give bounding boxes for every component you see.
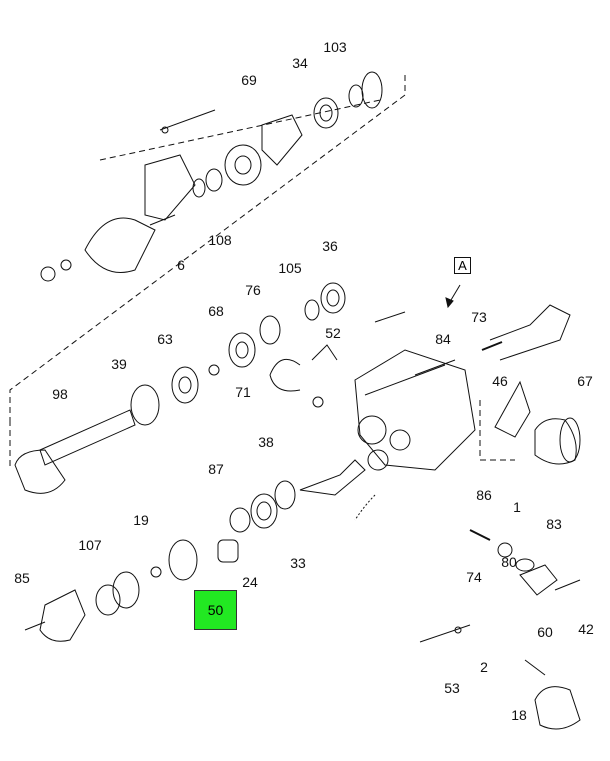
callout-52[interactable]: 52 — [325, 325, 341, 341]
callout-36[interactable]: 36 — [322, 238, 338, 254]
callout-67[interactable]: 67 — [577, 373, 593, 389]
callout-71[interactable]: 71 — [235, 384, 251, 400]
pump-housing — [354, 284, 581, 521]
callout-33[interactable]: 33 — [290, 555, 306, 571]
top-assembly — [40, 71, 383, 282]
callout-68[interactable]: 68 — [208, 303, 224, 319]
callout-74[interactable]: 74 — [466, 569, 482, 585]
callout-76[interactable]: 76 — [245, 282, 261, 298]
callout-105[interactable]: 105 — [278, 260, 302, 276]
callout-83[interactable]: 83 — [546, 516, 562, 532]
callout-39[interactable]: 39 — [111, 356, 127, 372]
callout-73[interactable]: 73 — [471, 309, 487, 325]
dashed-guides — [9, 75, 515, 470]
callout-98[interactable]: 98 — [52, 386, 68, 402]
callout-107[interactable]: 107 — [78, 537, 102, 553]
callout-86[interactable]: 86 — [476, 487, 492, 503]
callout-69[interactable]: 69 — [241, 72, 257, 88]
callout-53[interactable]: 53 — [444, 680, 460, 696]
callout-80[interactable]: 80 — [501, 554, 517, 570]
callout-6[interactable]: 6 — [177, 257, 185, 273]
callout-84[interactable]: 84 — [435, 331, 451, 347]
middle-assembly — [14, 282, 406, 494]
callout-60[interactable]: 60 — [537, 624, 553, 640]
callout-1[interactable]: 1 — [513, 499, 521, 515]
callout-24[interactable]: 24 — [242, 574, 258, 590]
callout-108[interactable]: 108 — [208, 232, 232, 248]
callout-19[interactable]: 19 — [133, 512, 149, 528]
callout-103[interactable]: 103 — [323, 39, 347, 55]
callout-38[interactable]: 38 — [258, 434, 274, 450]
view-a-marker: A — [454, 257, 471, 274]
callout-34[interactable]: 34 — [292, 55, 308, 71]
callout-42[interactable]: 42 — [578, 621, 594, 637]
callout-18[interactable]: 18 — [511, 707, 527, 723]
callout-63[interactable]: 63 — [157, 331, 173, 347]
lower-assembly — [24, 459, 581, 730]
callout-87[interactable]: 87 — [208, 461, 224, 477]
callout-46[interactable]: 46 — [492, 373, 508, 389]
callout-85[interactable]: 85 — [14, 570, 30, 586]
highlighted-callout-50[interactable]: 50 — [194, 590, 237, 630]
callout-2[interactable]: 2 — [480, 659, 488, 675]
